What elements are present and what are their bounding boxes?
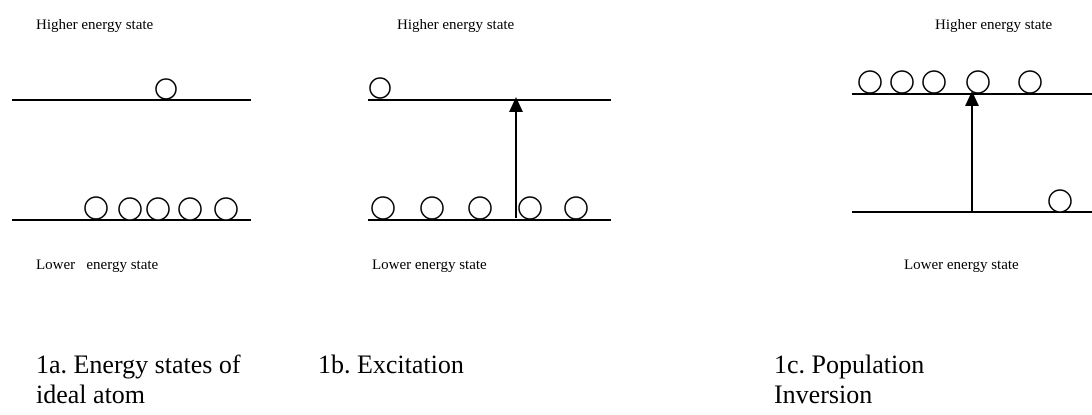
atom-circle: [369, 77, 391, 99]
atom-circle: [155, 78, 177, 100]
atom-circle: [118, 197, 142, 221]
atom-circle: [1018, 70, 1042, 94]
atom-circle: [84, 196, 108, 220]
excitation-arrow-head: [509, 97, 523, 112]
atom-circle: [1048, 189, 1072, 213]
panel-1b-higher-label: Higher energy state: [397, 17, 515, 33]
atom-circle: [890, 70, 914, 94]
atom-circle: [146, 197, 170, 221]
panel-1b: [368, 77, 611, 221]
atom-circle: [468, 196, 492, 220]
panel-1a-caption: 1a. Energy states of ideal atom: [36, 350, 241, 409]
panel-1c-higher-label: Higher energy state: [935, 17, 1053, 33]
panel-1b-lower-label: Lower energy state: [372, 257, 487, 273]
excitation-arrow-head: [965, 91, 979, 106]
panel-1a: [12, 78, 251, 221]
atom-circle: [922, 70, 946, 94]
panel-1c: [852, 70, 1092, 213]
atom-circle: [420, 196, 444, 220]
atom-circle: [966, 70, 990, 94]
atom-circle: [178, 197, 202, 221]
panel-1a-higher-label: Higher energy state: [36, 17, 154, 33]
atom-circle: [214, 197, 238, 221]
panel-1c-lower-label: Lower energy state: [904, 257, 1019, 273]
panel-1b-caption: 1b. Excitation: [318, 350, 464, 379]
panel-1c-caption: 1c. Population Inversion: [774, 350, 925, 409]
atom-circle: [858, 70, 882, 94]
atom-circle: [371, 196, 395, 220]
atom-circle: [564, 196, 588, 220]
atom-circle: [518, 196, 542, 220]
panel-1a-lower-label: Lower energy state: [36, 257, 159, 273]
